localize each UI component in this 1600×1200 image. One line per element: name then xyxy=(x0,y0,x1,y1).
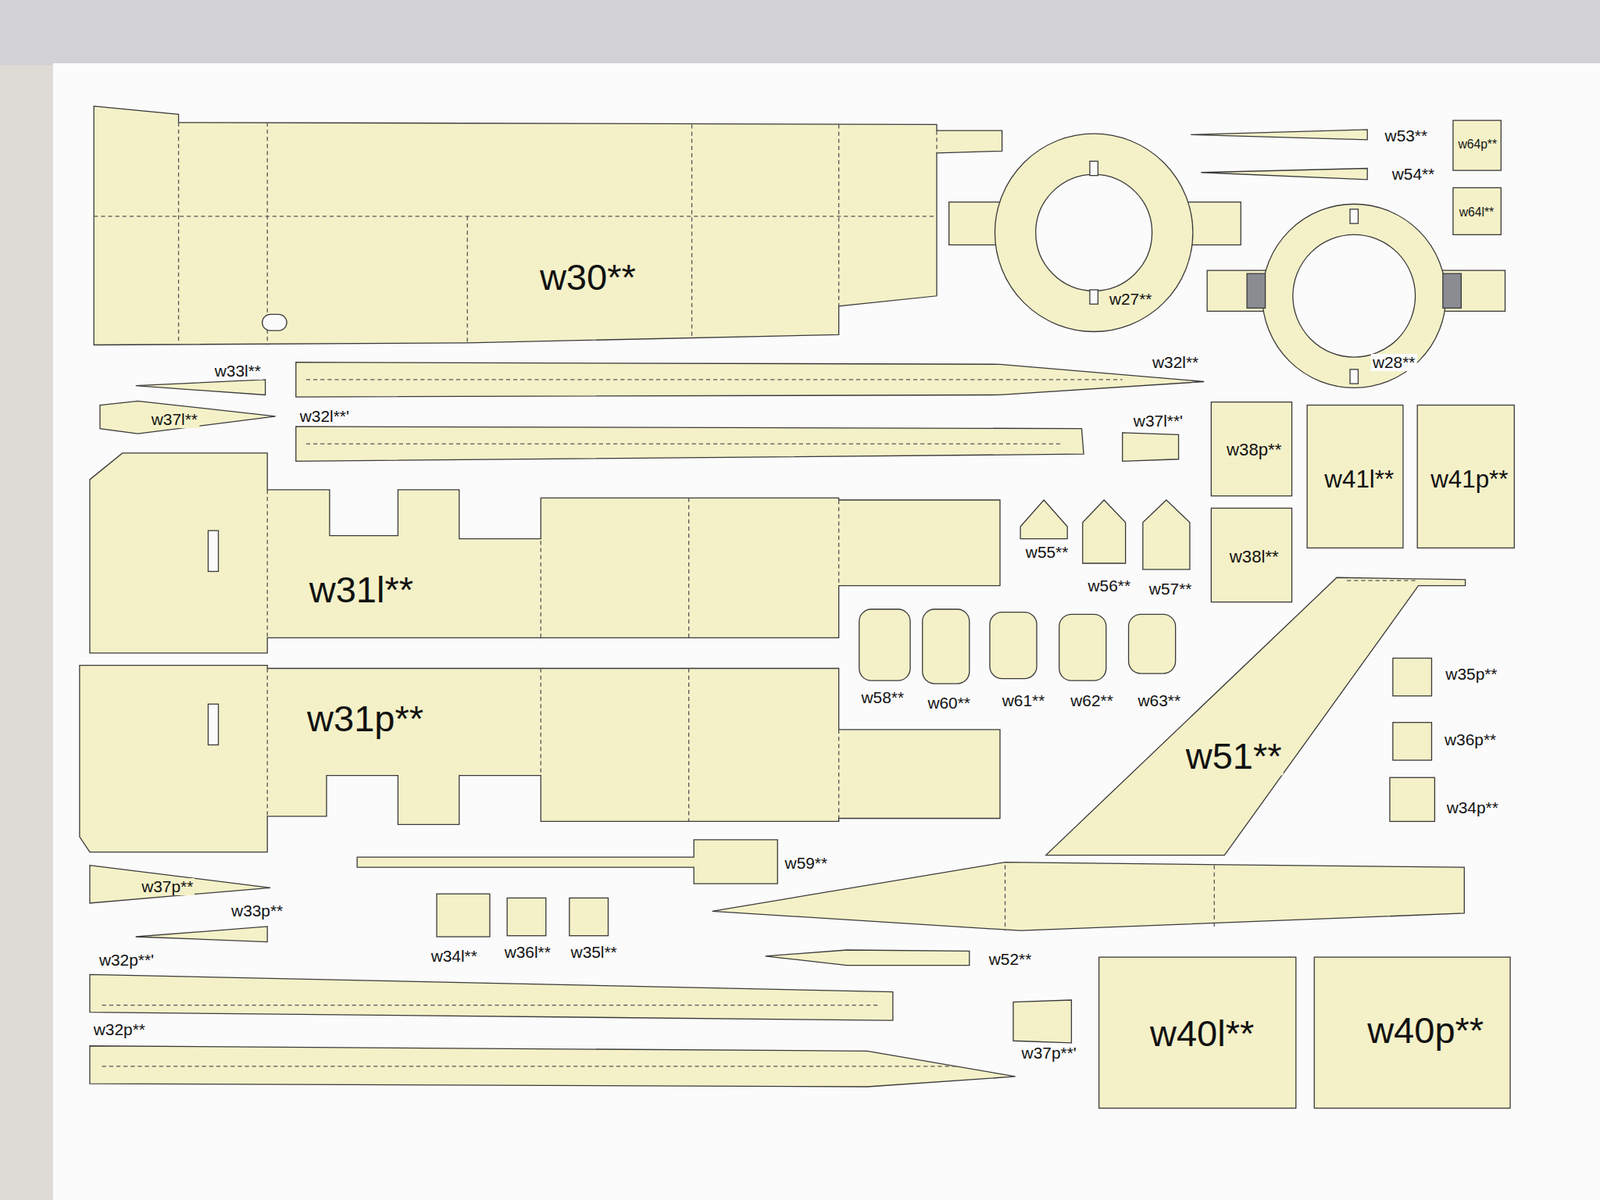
part-label: w53** xyxy=(1383,127,1430,145)
part-label: w57** xyxy=(1147,580,1194,598)
part-label: w64p** xyxy=(1456,138,1499,151)
part-label: w41l** xyxy=(1322,466,1396,493)
part-label: w30** xyxy=(538,258,638,297)
part-label: w51** xyxy=(1184,736,1284,775)
part-label: w55** xyxy=(1024,543,1071,561)
part-label: w38l** xyxy=(1228,547,1281,566)
part-label: w37l**' xyxy=(1132,412,1185,430)
part-label: w34l** xyxy=(429,947,479,965)
part-label: w31l** xyxy=(307,570,415,609)
part-label: w36l** xyxy=(503,943,553,961)
part-label: w36p** xyxy=(1442,731,1498,749)
part-label: w40p** xyxy=(1365,1010,1486,1050)
part-label: w59** xyxy=(783,854,830,872)
part-label: w35l** xyxy=(569,943,619,961)
part-label: w32p**' xyxy=(97,951,156,969)
part-label: w32l**' xyxy=(298,407,351,425)
part-label: w52** xyxy=(987,950,1034,968)
part-label: w34p** xyxy=(1445,799,1500,817)
part-label: w64l** xyxy=(1457,205,1496,218)
part-label: w37p**' xyxy=(1020,1044,1079,1062)
part-label: w37p** xyxy=(139,878,195,896)
part-label: w37l** xyxy=(150,410,200,429)
part-label: w32l** xyxy=(1150,353,1200,372)
part-label: w58** xyxy=(860,689,907,707)
part-label: w31p** xyxy=(305,699,425,738)
part-label: w60** xyxy=(925,694,972,712)
part-label: w28** xyxy=(1371,353,1418,372)
part-label: w40l** xyxy=(1148,1014,1256,1053)
part-label: w32p** xyxy=(92,1021,147,1039)
part-label: w33l** xyxy=(213,362,263,380)
part-label: w61** xyxy=(1000,692,1047,710)
part-label: w33p** xyxy=(229,902,285,920)
part-label: w56** xyxy=(1085,577,1133,595)
part-label: w35p** xyxy=(1443,665,1499,683)
part-label: w38p** xyxy=(1225,440,1283,459)
part-label: w62** xyxy=(1068,692,1115,710)
part-label: w41p** xyxy=(1428,466,1510,493)
part-label: w27** xyxy=(1107,290,1154,308)
part-label: w54** xyxy=(1390,165,1437,183)
part-label: w63** xyxy=(1135,692,1183,710)
